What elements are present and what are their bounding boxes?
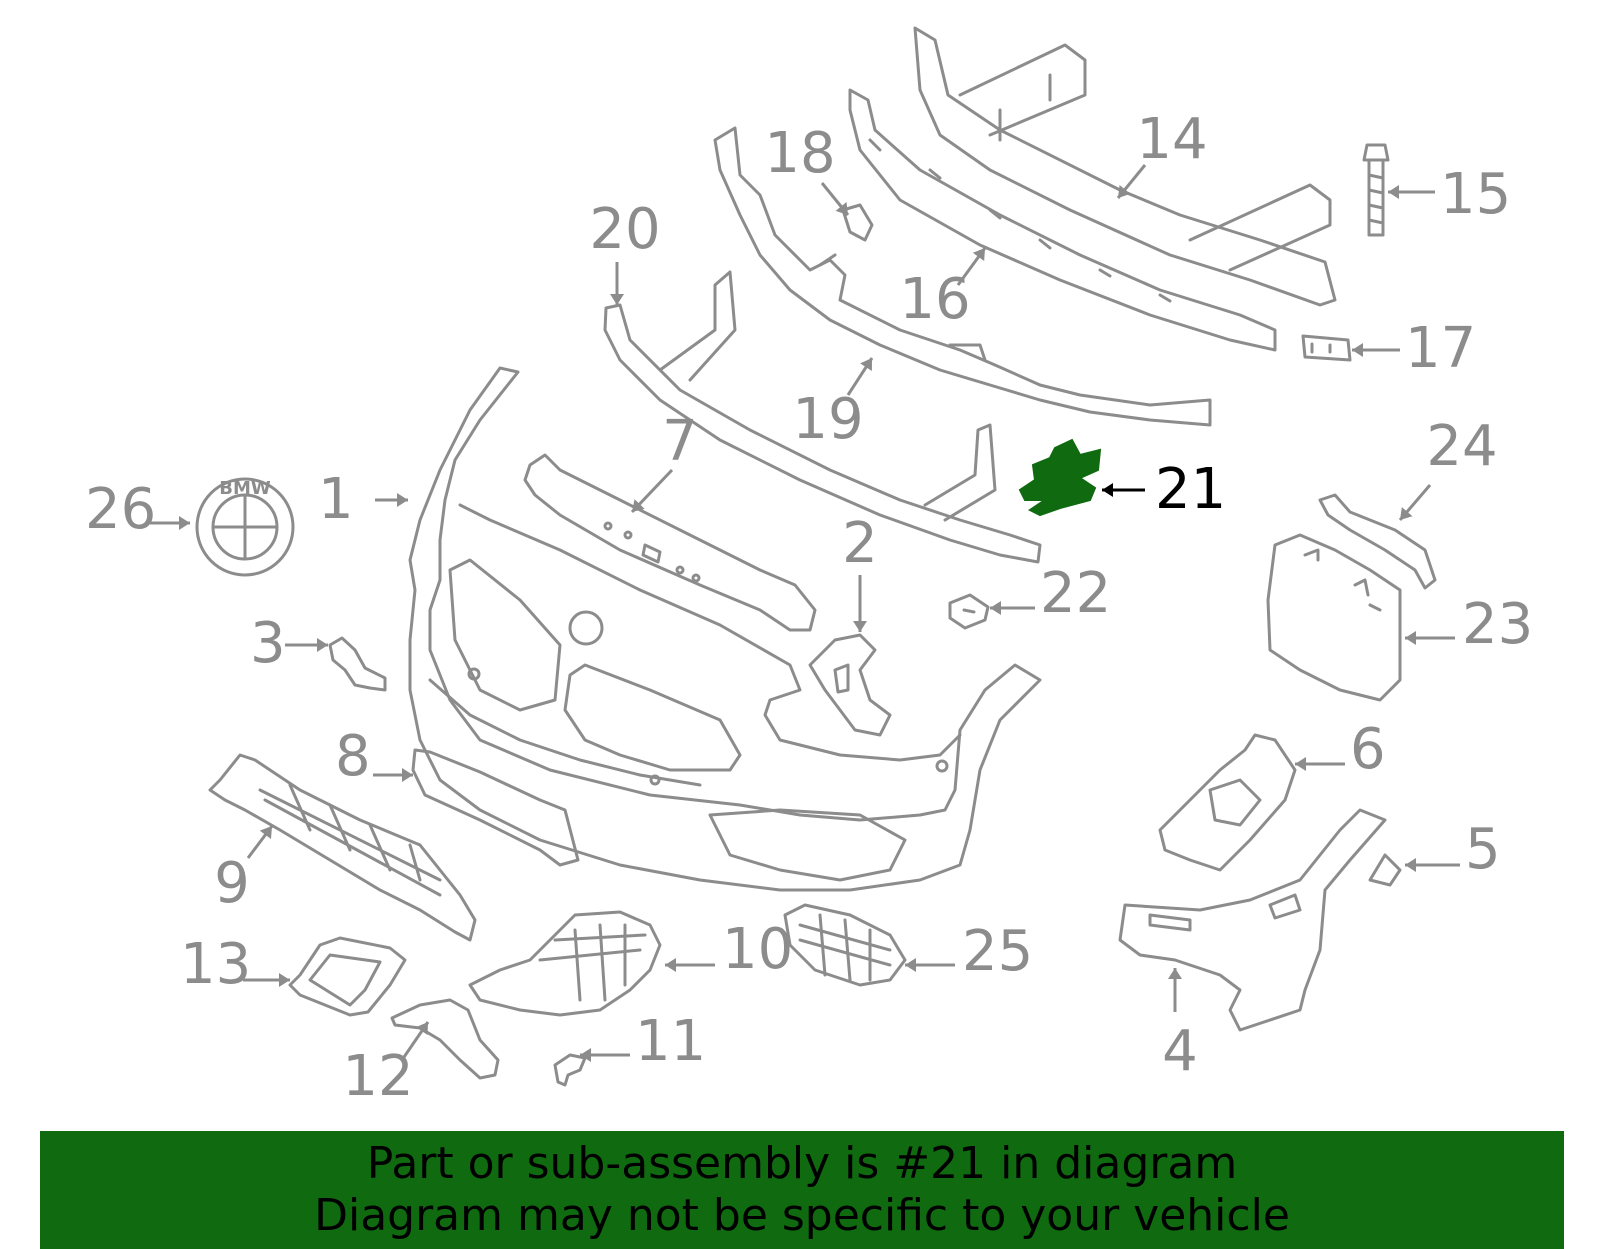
arrowhead-3: [317, 638, 328, 652]
part-14-carrier: [913, 26, 1337, 307]
callout-16: 16: [899, 267, 970, 332]
arrowhead-17: [1352, 343, 1363, 357]
part-21-highlighted: [1018, 438, 1102, 517]
part-23-panel: [1266, 533, 1402, 702]
callout-11: 11: [635, 1009, 706, 1074]
callout-7: 7: [662, 409, 698, 474]
callout-14: 14: [1136, 107, 1207, 172]
callout-4: 4: [1162, 1019, 1198, 1084]
part-5-clip: [1368, 853, 1402, 887]
callout-6: 6: [1350, 717, 1386, 782]
callout-18: 18: [764, 121, 835, 186]
banner-line-2: Diagram may not be specific to your vehi…: [314, 1190, 1290, 1241]
part-25-grille: [783, 903, 907, 987]
callout-19: 19: [792, 387, 863, 452]
callout-21: 21: [1155, 457, 1226, 522]
callout-1: 1: [318, 467, 354, 532]
arrowhead-12: [416, 1022, 428, 1036]
callout-24: 24: [1426, 414, 1497, 479]
info-banner: Part or sub-assembly is #21 in diagram D…: [40, 1131, 1564, 1249]
part-15-bolt: [1362, 143, 1390, 237]
arrowhead-19: [860, 358, 872, 372]
callout-9: 9: [214, 851, 250, 916]
callout-3: 3: [250, 611, 286, 676]
banner-line-1: Part or sub-assembly is #21 in diagram: [366, 1138, 1238, 1189]
arrowhead-18: [835, 202, 848, 215]
callout-20: 20: [589, 197, 660, 262]
logo-text: BMW: [219, 478, 271, 499]
callout-17: 17: [1405, 316, 1476, 381]
callout-15: 15: [1440, 162, 1511, 227]
callout-5: 5: [1465, 817, 1501, 882]
arrowhead-14: [1118, 185, 1131, 198]
callout-23: 23: [1462, 592, 1533, 657]
callout-12: 12: [342, 1044, 413, 1109]
arrowhead-5: [1405, 858, 1416, 872]
arrowhead-8: [402, 768, 413, 782]
callout-22: 22: [1040, 561, 1111, 626]
part-1-bumper-cover: [408, 366, 1042, 892]
arrowhead-24: [1400, 507, 1413, 520]
arrowhead-23: [1405, 631, 1416, 645]
part-4-bracket: [1118, 808, 1387, 1032]
arrowhead-20: [610, 294, 624, 305]
callout-10: 10: [722, 917, 793, 982]
callout-8: 8: [335, 724, 371, 789]
arrowhead-13: [279, 973, 290, 987]
part-24-bracket: [1318, 493, 1437, 590]
arrowhead-1: [397, 493, 408, 507]
arrowhead-9: [259, 826, 272, 839]
part-8-plate-bracket: [411, 748, 580, 867]
arrowhead-15: [1388, 185, 1399, 199]
arrowhead-6: [1295, 757, 1306, 771]
arrowhead-26: [179, 516, 190, 530]
callout-25: 25: [962, 919, 1033, 984]
part-13-trim: [288, 936, 407, 1017]
part-3-bracket: [328, 636, 387, 692]
arrowhead-22: [990, 601, 1001, 615]
arrowhead-11: [580, 1048, 591, 1062]
part-2-bracket: [808, 633, 892, 737]
part-20-beam: [603, 270, 1042, 564]
arrowhead-16: [972, 248, 985, 262]
arrowhead-7: [632, 499, 645, 512]
part-11-clip: [553, 1053, 587, 1087]
arrowhead-10: [665, 958, 676, 972]
part-10-grille-insert: [468, 910, 662, 1017]
part-18-clip: [841, 203, 874, 242]
bmw-logo: BMW: [195, 477, 295, 577]
part-9-lower-grille: [208, 753, 477, 942]
arrowhead-21: [1102, 483, 1113, 497]
callout-26: 26: [85, 477, 156, 542]
arrowhead-4: [1168, 968, 1182, 979]
arrowhead-25: [905, 958, 916, 972]
callout-13: 13: [180, 932, 251, 997]
part-16-absorber: [848, 88, 1277, 352]
callout-2: 2: [842, 511, 878, 576]
part-19-beam: [713, 126, 1212, 427]
part-17-clip: [1301, 334, 1352, 362]
part-7-support: [523, 453, 817, 632]
arrowhead-2: [853, 621, 867, 632]
part-6-bracket: [1158, 733, 1297, 872]
part-22-nut: [948, 593, 990, 630]
